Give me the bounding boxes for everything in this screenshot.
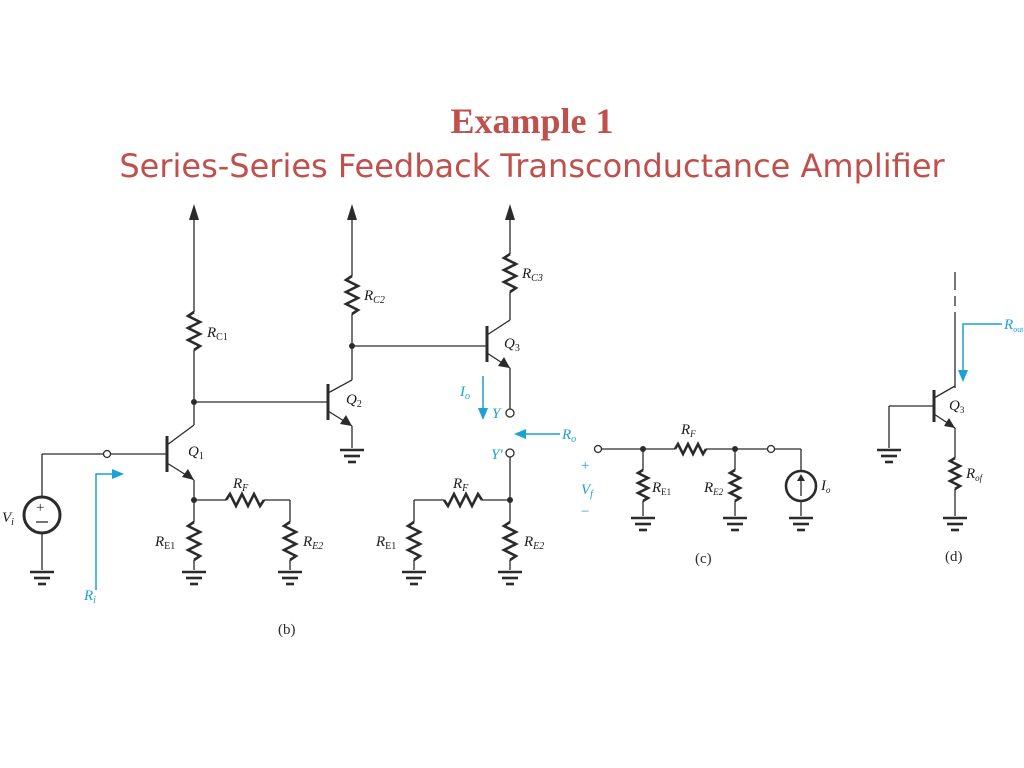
transistor-q3 [485,319,511,409]
resistor-re2-right [496,500,524,586]
resistor-re2-c [721,449,749,532]
label-re1-c: RE1 [651,480,671,497]
supply-arrow-3 [505,204,515,250]
label-q1: Q1 [188,444,204,462]
label-io: Io [459,384,470,402]
resistor-re1 [180,500,208,586]
resistor-rf-c [673,441,768,457]
figure-d: Q3 Rout Rof (d) [875,272,1024,565]
label-re1: RE1 [154,534,175,552]
label-re2-right: RE2 [523,534,544,552]
resistor-rof [941,456,969,532]
slide-title: Example 1 [450,101,614,141]
label-rc1: RC1 [206,325,228,343]
label-vi: Vi [2,510,14,528]
label-ri: Ri [83,588,96,606]
caption-b: (b) [278,622,296,638]
slide-subtitle: Series-Series Feedback Transconductance … [119,147,945,185]
label-rof: Rof [965,466,984,483]
label-yprime: Y' [491,447,503,463]
label-re2-c: RE2 [703,480,724,497]
label-rout: Rout [1003,317,1024,334]
label-ro: Ro [561,427,576,445]
svg-text:+: + [36,500,44,516]
resistor-re1-right [400,500,428,586]
current-source-io [784,449,818,532]
io-arrow [478,376,488,420]
voltage-source-vi: + [22,454,62,586]
label-rf-c: RF [680,422,696,439]
caption-d: (d) [945,549,963,565]
resistor-rf [194,491,290,509]
label-vf: Vf [581,482,594,500]
supply-arrow-1 [189,204,199,260]
resistor-rf-right [414,491,510,509]
resistor-rc1 [185,260,203,425]
ro-arrow [514,429,560,439]
terminal-yprime[interactable] [505,448,515,458]
label-rf-right: RF [452,476,469,494]
label-q3-d: Q3 [949,398,965,415]
rout-arrow [958,323,1002,382]
label-vf-minus: − [580,504,590,520]
resistor-re1-c [629,449,657,532]
label-q3: Q3 [504,336,520,354]
label-vf-plus: + [580,458,590,474]
label-rf: RF [232,476,249,494]
resistor-rc3 [501,250,519,320]
label-re1-right: RE1 [375,534,396,552]
label-io-c: Io [820,478,831,495]
terminal-vf[interactable] [593,444,603,454]
supply-arrow-2 [347,204,357,272]
label-re2: RE2 [302,534,323,552]
transistor-q3-d [932,385,956,458]
label-y: Y [492,406,502,422]
resistor-re2 [276,500,304,586]
label-rc3: RC3 [521,266,543,284]
transistor-q2 [326,379,366,464]
label-q2: Q2 [346,392,362,410]
resistor-rc2 [343,272,361,380]
input-terminal[interactable] [42,449,167,459]
ri-arrow [95,469,124,590]
terminal-y[interactable] [505,408,515,418]
figure-b: + [2,204,576,638]
transistor-q1 [165,424,195,500]
label-rc2: RC2 [363,288,385,306]
caption-c: (c) [695,551,712,567]
figure-c: + Vf − RF RE1 RE2 Io (c) [580,422,831,567]
